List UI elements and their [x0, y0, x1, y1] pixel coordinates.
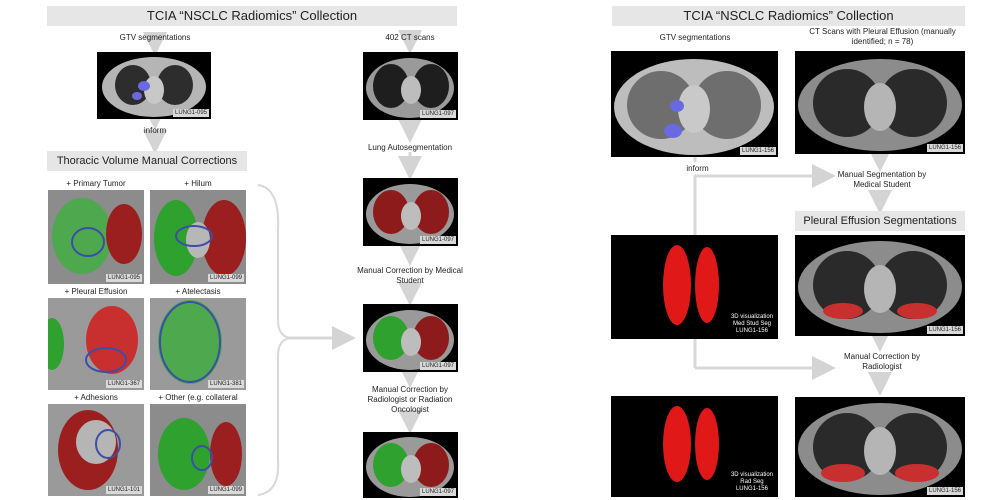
scan-id: LUNG1-097 — [419, 236, 456, 244]
pipeline-medstudent-scan: LUNG1-097 — [363, 304, 458, 372]
scan-id: LUNG1-367 — [105, 380, 142, 388]
scan-id: LUNG1-095 — [172, 109, 209, 117]
case-scan-pleural-effusion: LUNG1-367 — [48, 298, 144, 390]
viz-caption-line: Rad Seg — [740, 479, 764, 485]
viz-medstudent: 3D visualization Med Stud Seg LUNG1-156 — [611, 235, 778, 339]
case-scan-adhesions: LUNG1-101 — [48, 404, 144, 496]
scan-id: LUNG1-156 — [739, 147, 776, 155]
left-inform-label: inform — [143, 126, 167, 135]
right-effusion-scan: LUNG1-156 — [795, 51, 965, 154]
pipeline-medstudent-label: Manual Correction by Medical Student — [357, 266, 463, 285]
right-title: TCIA “NSCLC Radiomics” Collection — [612, 6, 965, 26]
viz-caption-line: LUNG1-156 — [735, 328, 768, 334]
viz-caption-line: Med Stud Seg — [732, 321, 771, 327]
scan-id: LUNG1-101 — [105, 486, 142, 494]
case-label: + Hilum — [184, 179, 212, 188]
right-medstudent-label: Manual Segmentation by Medical Student — [837, 170, 927, 189]
scan-id: LUNG1-156 — [926, 326, 963, 334]
case-scan-primary-tumor: LUNG1-095 — [48, 190, 144, 284]
right-gtv-scan: LUNG1-156 — [611, 51, 778, 157]
viz-caption: 3D visualization Rad Seg LUNG1-156 — [731, 472, 773, 493]
pipeline-ct-scan: LUNG1-097 — [363, 52, 458, 120]
viz-caption: 3D visualization Med Stud Seg LUNG1-156 — [731, 314, 773, 335]
case-label: + Adhesions — [74, 393, 118, 402]
scan-id: LUNG1-097 — [419, 362, 456, 370]
seg-medstudent-scan: LUNG1-156 — [795, 235, 965, 336]
pipeline-ct-label: 402 CT scans — [385, 33, 435, 42]
pipeline-autoseg-label: Lung Autosegmentation — [367, 143, 453, 152]
case-label: + Atelectasis — [175, 287, 221, 296]
scan-id: LUNG1-381 — [207, 380, 244, 388]
right-inform-label: inform — [675, 164, 720, 174]
left-title: TCIA “NSCLC Radiomics” Collection — [47, 6, 457, 26]
pleural-title: Pleural Effusion Segmentations — [795, 211, 965, 231]
seg-radiologist-scan: LUNG1-156 — [795, 397, 965, 497]
viz-caption-line: LUNG1-156 — [735, 486, 768, 492]
viz-caption-line: 3D visualization — [730, 472, 773, 478]
viz-caption-line: 3D visualization — [730, 314, 773, 320]
scan-id: LUNG1-156 — [926, 144, 963, 152]
case-scan-other: LUNG1-099 — [150, 404, 246, 496]
scan-id: LUNG1-097 — [419, 488, 456, 496]
case-scan-hilum: LUNG1-099 — [150, 190, 246, 284]
pipeline-autoseg-scan: LUNG1-097 — [363, 178, 458, 246]
case-label: + Primary Tumor — [66, 179, 126, 188]
right-radiologist-label: Manual Correction by Radiologist — [843, 352, 921, 371]
left-gtv-label: GTV segmentations — [119, 33, 191, 42]
corrections-title: Thoracic Volume Manual Corrections — [47, 151, 247, 171]
viz-radiologist: 3D visualization Rad Seg LUNG1-156 — [611, 396, 778, 497]
scan-id: LUNG1-156 — [926, 487, 963, 495]
left-gtv-scan: LUNG1-095 — [97, 52, 211, 119]
right-effusion-label: CT Scans with Pleural Effusion (manually… — [809, 27, 956, 46]
scan-id: LUNG1-099 — [207, 274, 244, 282]
case-label: + Pleural Effusion — [64, 287, 128, 296]
pipeline-radiologist-label: Manual Correction by Radiologist or Radi… — [367, 385, 453, 414]
right-gtv-label: GTV segmentations — [659, 33, 731, 42]
case-scan-atelectasis: LUNG1-381 — [150, 298, 246, 390]
scan-id: LUNG1-097 — [419, 110, 456, 118]
pipeline-radiologist-scan: LUNG1-097 — [363, 432, 458, 498]
scan-id: LUNG1-095 — [105, 274, 142, 282]
scan-id: LUNG1-099 — [207, 486, 244, 494]
